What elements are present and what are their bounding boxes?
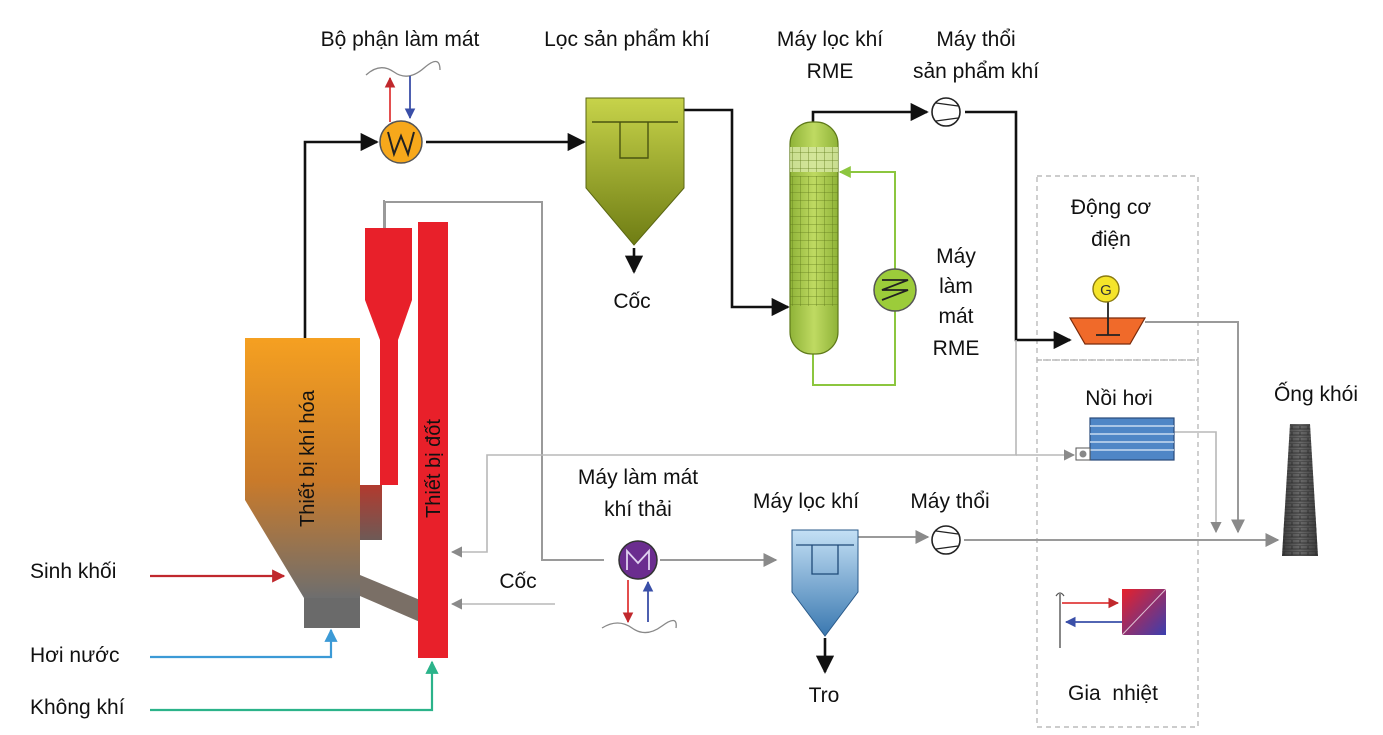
- pipe-boiler-exhaust: [1174, 431, 1222, 534]
- steam-boiler: [1075, 417, 1175, 461]
- label-product-blower-line2: sản phẩm khí: [913, 60, 1039, 83]
- label-steam: Hơi nước: [30, 644, 119, 667]
- label-rme-cooler-line4: RME: [933, 337, 980, 360]
- label-ash: Tro: [809, 684, 840, 707]
- label-engine-line1: Động cơ: [1071, 196, 1152, 219]
- label-coke-in: Cốc: [499, 570, 536, 593]
- label-gasifier: Thiết bị khí hóa: [297, 389, 319, 527]
- flue-gas-blower: [931, 525, 961, 555]
- label-heating: Gia nhiệt: [1068, 682, 1158, 705]
- label-rme-scrubber-line1: Máy lọc khí: [777, 28, 883, 51]
- label-product-gas-filter: Lọc sản phẩm khí: [544, 28, 710, 51]
- label-cooler: Bộ phận làm mát: [321, 28, 480, 51]
- rme-cooler: [873, 268, 917, 312]
- label-flue-filter: Máy lọc khí: [753, 490, 859, 513]
- generator-symbol: G: [1100, 282, 1112, 299]
- line-steam: [150, 628, 338, 659]
- pipe-flue-from-combustor: [384, 201, 604, 561]
- label-chimney: Ống khói: [1274, 382, 1358, 406]
- gasifier: [245, 338, 420, 628]
- label-engine-line2: điện: [1091, 228, 1131, 251]
- label-rme-cooler-line2: làm: [939, 275, 973, 298]
- heat-recovery-zone: [1036, 359, 1199, 728]
- flue-gas-filter: [791, 529, 859, 637]
- rme-scrubber: [789, 121, 839, 355]
- engine-zone: [1036, 175, 1199, 361]
- pipe-return-to-combustor: [450, 340, 1017, 558]
- pipe-engine-exhaust: [1145, 321, 1245, 534]
- label-product-blower-line1: Máy thổi: [936, 28, 1015, 51]
- pipe-rme-to-blower: [811, 102, 929, 128]
- label-boiler: Nồi hơi: [1085, 387, 1152, 410]
- flue-gas-cooler: [601, 540, 677, 634]
- label-rme-cooler-line3: mát: [938, 305, 973, 328]
- label-biomass: Sinh khối: [30, 560, 116, 583]
- pipe-rme-loop-top: [838, 166, 896, 270]
- label-flue-cooler-line2: khí thải: [604, 498, 672, 521]
- pipe-rme-loop-bottom: [838, 309, 896, 386]
- gas-engine: G: [1068, 275, 1147, 345]
- pipe-filter-to-rme: [684, 108, 790, 317]
- pipe-rme-loop-out: [812, 350, 840, 386]
- label-air: Không khí: [30, 696, 125, 719]
- product-gas-blower: [931, 97, 961, 127]
- label-combustor: Thiết bị đốt: [423, 419, 445, 518]
- cooler-exchanger: [365, 60, 441, 164]
- line-air: [150, 660, 439, 712]
- district-heating: [1055, 588, 1167, 648]
- label-flue-blower: Máy thổi: [910, 490, 989, 513]
- label-rme-scrubber-line2: RME: [807, 60, 854, 83]
- pipe-gasifier-to-cooler: [303, 132, 379, 338]
- label-coke-out: Cốc: [613, 290, 650, 313]
- label-flue-cooler-line1: Máy làm mát: [578, 466, 698, 489]
- combustor: [365, 200, 448, 658]
- label-rme-cooler-line1: Máy: [936, 245, 976, 268]
- pipe-blower-to-engine: [965, 110, 1072, 350]
- product-gas-filter: [585, 97, 685, 246]
- chimney: [1282, 424, 1318, 556]
